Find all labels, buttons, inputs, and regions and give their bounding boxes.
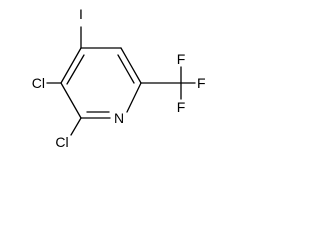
bond-c6-c5 [120,47,142,84]
atom-fluorine-bottom: F [177,99,186,115]
atom-chlorine-2: Cl [55,134,68,150]
atom-chlorine-3: Cl [32,75,45,91]
bond-c6-c5-inner [117,54,135,84]
structure-diagram: I Cl Cl N F F F [32,6,206,150]
bond-c3-c2 [60,82,82,119]
atom-iodine: I [79,6,83,22]
bond-c2-cl [70,117,82,136]
atom-nitrogen: N [114,110,124,126]
atom-fluorine-right: F [197,75,206,91]
bond-c4-c3 [60,47,82,84]
bond-c3-c4-inner [66,54,85,85]
bond-n-c6 [126,82,142,113]
atom-fluorine-top: F [177,51,186,67]
